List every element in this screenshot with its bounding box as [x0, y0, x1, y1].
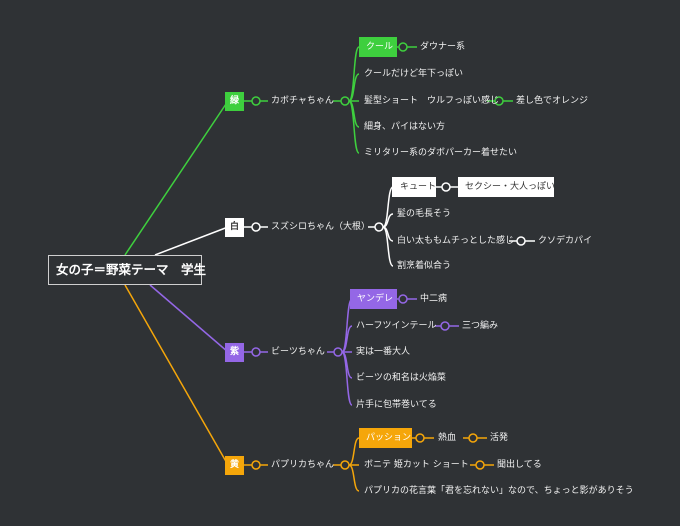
trait-yellow-1[interactable]: ボニテ 姫カット ショート — [364, 460, 469, 470]
trait-highlight-green[interactable]: クール — [359, 37, 397, 57]
trait-green-1[interactable]: クールだけど年下っぽい — [364, 69, 464, 79]
trait-white-1[interactable]: 髪の毛長そう — [397, 209, 452, 219]
trait-purple-4[interactable]: 片手に包帯巻いてる — [356, 400, 437, 410]
tag-white[interactable]: 白 — [225, 218, 244, 237]
character-beets[interactable]: ビーツちゃん — [271, 347, 325, 357]
tag-green[interactable]: 緑 — [225, 92, 244, 111]
trait-child-purple-highlight[interactable]: 中二病 — [420, 294, 448, 304]
trait-yellow-2[interactable]: パプリカの花言葉「君を忘れない」なので、ちょっと影がありそう — [364, 486, 634, 496]
trait-white-2[interactable]: 白い太ももムチっとした感じ — [397, 236, 515, 246]
character-suzushiro[interactable]: スズシロちゃん（大根） — [271, 222, 371, 232]
trait-purple-3[interactable]: ビーツの和名は火焔菜 — [356, 373, 446, 383]
character-paprika[interactable]: パプリカちゃん — [271, 460, 335, 470]
tag-purple[interactable]: 紫 — [225, 343, 244, 362]
trait-green-4[interactable]: ミリタリー系のダボパーカー着せたい — [364, 148, 518, 158]
trait-green-3[interactable]: 細身、パイはない方 — [364, 122, 446, 132]
trait-child-green-highlight[interactable]: ダウナー系 — [420, 42, 466, 52]
root-topic[interactable]: 女の子＝野菜テーマ 学生 — [48, 255, 206, 285]
trait-grandchild-yellow-highlight[interactable]: 活発 — [490, 433, 509, 443]
trait-child-yellow-highlight[interactable]: 熱血 — [438, 433, 457, 443]
trait-highlight-purple[interactable]: ヤンデレ — [350, 289, 397, 309]
trait-child-white-highlight[interactable]: セクシー・大人っぽい — [458, 177, 555, 197]
trait-purple-1[interactable]: ハーフツインテール — [356, 321, 437, 331]
trait-child-green-2[interactable]: 差し色でオレンジ — [516, 96, 589, 106]
trait-green-2[interactable]: 髪型ショート ウルフっぽい感じ — [364, 96, 500, 106]
trait-child-white-2[interactable]: クソデカパイ — [538, 236, 593, 246]
trait-purple-2[interactable]: 実は一番大人 — [356, 347, 411, 357]
trait-child-purple-1[interactable]: 三つ編み — [462, 321, 499, 331]
trait-highlight-yellow[interactable]: パッション — [359, 428, 412, 448]
tag-yellow[interactable]: 黄 — [225, 456, 244, 475]
trait-white-3[interactable]: 割烹着似合う — [397, 261, 452, 271]
trait-highlight-white[interactable]: キュート — [392, 177, 436, 197]
character-kabocha[interactable]: カボチャちゃん — [271, 96, 334, 106]
trait-child-yellow-1[interactable]: 聞出してる — [497, 460, 542, 470]
